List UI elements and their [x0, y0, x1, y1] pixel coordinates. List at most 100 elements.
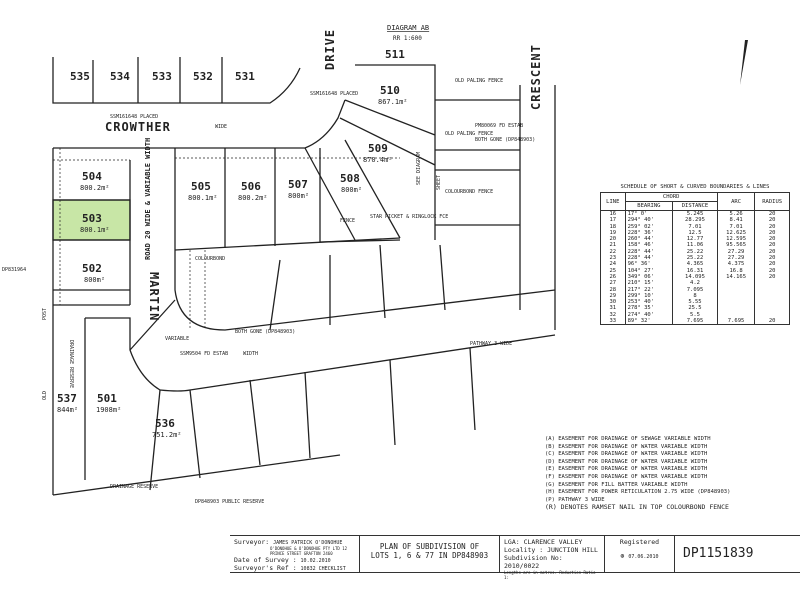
svg-text:COLOURBOND: COLOURBOND [195, 256, 225, 262]
svg-text:OLD: OLD [42, 391, 48, 400]
svg-text:800.2m²: 800.2m² [80, 184, 110, 192]
surveyor-cell: Surveyor: JAMES PATRICK O'DONOHUE O'DONO… [230, 536, 360, 572]
svg-text:SHEET: SHEET [436, 175, 442, 190]
lot-509: 509 [368, 142, 388, 155]
lot-534: 534 [110, 70, 130, 83]
north-arrow-icon [740, 40, 748, 85]
lga-cell: LGA: CLARENCE VALLEY Locality : JUNCTION… [500, 536, 605, 580]
svg-text:870.4m²: 870.4m² [363, 156, 393, 164]
road-crowther-wide: WIDE [215, 124, 227, 130]
svg-text:FENCE: FENCE [340, 218, 355, 224]
svg-text:1908m²: 1908m² [96, 406, 121, 414]
lot-536: 536 [155, 417, 175, 430]
subdivision-value: 2010/0022 [504, 562, 540, 570]
lot-537: 537 [57, 392, 77, 405]
schedule-table: LINE CHORD ARC RADIUS BEARING DISTANCE 1… [600, 192, 790, 326]
easement-note: (A) EASEMENT FOR DRAINAGE OF SEWAGE VARI… [545, 436, 711, 442]
lot-511: 511 [385, 48, 405, 61]
plan-annotations: OLD PALING FENCE OLD PALING FENCE COLOUR… [2, 78, 535, 505]
lot-533: 533 [152, 70, 172, 83]
svg-text:DP831964: DP831964 [2, 267, 26, 273]
lot-503-highlight [52, 199, 131, 241]
plan-number: DP1151839 [683, 546, 754, 561]
road-martin: MARTIN [147, 272, 161, 321]
schedule-title: SCHEDULE OF SHORT & CURVED BOUNDARIES & … [620, 184, 770, 190]
svg-text:STAR PICKET & RINGLOCK FCE: STAR PICKET & RINGLOCK FCE [370, 214, 448, 220]
lot-labels: 535 534 533 532 531 504 800.2m² 503 800.… [57, 48, 408, 439]
road-crowther: CROWTHER [105, 120, 171, 134]
svg-text:COLOURBOND FENCE: COLOURBOND FENCE [445, 189, 493, 195]
lot-504: 504 [82, 170, 102, 183]
easement-note: (E) EASEMENT FOR DRAINAGE OF WATER VARIA… [545, 466, 708, 473]
easement-lines [53, 148, 400, 330]
lot-531: 531 [235, 70, 255, 83]
lot-508: 508 [340, 172, 360, 185]
locality-value: JUNCTION HILL [547, 546, 598, 554]
svg-text:SEE DIAGRAM: SEE DIAGRAM [416, 152, 422, 185]
svg-text:SSM161648 PLACED: SSM161648 PLACED [310, 91, 358, 97]
lga-value: CLARENCE VALLEY [523, 538, 583, 546]
easement-note: (F) EASEMENT FOR DRAINAGE OF WATER VARIA… [545, 473, 708, 480]
easement-note: (G) EASEMENT FOR FILL BATTER VARIABLE WI… [545, 481, 688, 488]
lot-506: 506 [241, 180, 261, 193]
easement-note: (R) DENOTES RAMSET NAIL IN TOP COLOURBON… [545, 503, 729, 512]
svg-text:800m²: 800m² [84, 276, 105, 284]
schedule-of-boundaries: SCHEDULE OF SHORT & CURVED BOUNDARIES & … [600, 184, 790, 326]
svg-text:800m²: 800m² [288, 192, 309, 200]
registered-cell: Registered ⊛ 07.06.2010 [605, 536, 675, 572]
road-width-label: ROAD 20 WIDE & VARIABLE WIDTH [144, 138, 152, 260]
svg-text:800.1m²: 800.1m² [188, 194, 218, 202]
diagram-scale: RR 1:600 [393, 35, 422, 42]
road-drive: DRIVE [323, 29, 337, 70]
lot-505: 505 [191, 180, 211, 193]
easement-note: (P) PATHWAY 3 WIDE [545, 496, 605, 503]
svg-text:DRAINAGE RESERVE: DRAINAGE RESERVE [68, 340, 74, 388]
svg-text:BOTH GONE (DP848903): BOTH GONE (DP848903) [235, 329, 295, 335]
seal-icon: ⊛ [620, 552, 625, 560]
svg-text:844m²: 844m² [57, 406, 78, 414]
svg-text:800.2m²: 800.2m² [238, 194, 268, 202]
surveyor-ref: 10832 CHECKLIST [300, 566, 346, 572]
svg-text:OLD PALING FENCE: OLD PALING FENCE [455, 78, 503, 84]
road-crescent: CRESCENT [529, 44, 543, 110]
svg-text:POST: POST [42, 308, 48, 320]
svg-text:PM80069 FD ESTAB: PM80069 FD ESTAB [475, 123, 523, 129]
svg-text:BOTH GONE (DP848903): BOTH GONE (DP848903) [475, 137, 535, 143]
diagram-title: DIAGRAM AB [387, 24, 429, 32]
surveyor-name: JAMES PATRICK O'DONOHUE [273, 540, 343, 546]
plan-description-cell: PLAN OF SUBDIVISION OF LOTS 1, 6 & 77 IN… [360, 536, 500, 572]
svg-text:800.1m²: 800.1m² [80, 226, 110, 234]
lot-502: 502 [82, 262, 102, 275]
svg-text:VARIABLE: VARIABLE [165, 336, 189, 342]
registered-date: 07.06.2010 [628, 554, 659, 560]
lot-532: 532 [193, 70, 213, 83]
easement-note: (H) EASEMENT FOR POWER RETICULATION 2.75… [545, 489, 731, 496]
lot-510: 510 [380, 84, 400, 97]
lot-507: 507 [288, 178, 308, 191]
easement-note: (B) EASEMENT FOR DRAINAGE OF WATER VARIA… [545, 443, 708, 450]
svg-text:WIDTH: WIDTH [243, 351, 258, 357]
easement-notes: (A) EASEMENT FOR DRAINAGE OF SEWAGE VARI… [545, 436, 730, 512]
svg-text:DRAINAGE RESERVE: DRAINAGE RESERVE [110, 484, 158, 490]
svg-text:DP848903 PUBLIC RESERVE: DP848903 PUBLIC RESERVE [195, 499, 264, 505]
survey-date: 10.02.2010 [300, 558, 331, 564]
svg-text:PATHWAY 3 WIDE: PATHWAY 3 WIDE [470, 341, 512, 347]
svg-text:800m²: 800m² [341, 186, 362, 194]
